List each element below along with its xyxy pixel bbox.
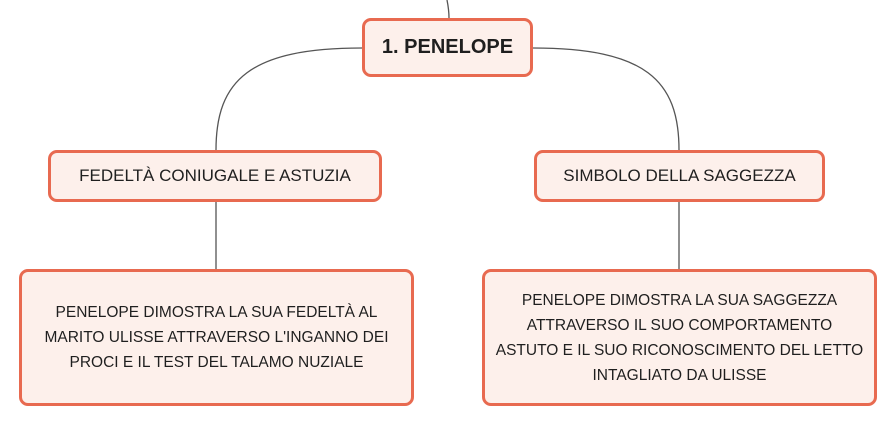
detail-node-text: PENELOPE DIMOSTRA LA SUA FEDELTÀ AL MARI… (44, 304, 389, 371)
detail-node-fedelta[interactable]: PENELOPE DIMOSTRA LA SUA FEDELTÀ AL MARI… (19, 269, 414, 406)
branch-node-label: FEDELTÀ CONIUGALE E ASTUZIA (79, 166, 351, 185)
root-node-label: 1. PENELOPE (381, 36, 514, 58)
connector-root-to-left-branch (215, 47, 363, 151)
detail-node-saggezza[interactable]: PENELOPE DIMOSTRA LA SUA SAGGEZZA ATTRAV… (482, 269, 877, 406)
branch-node-label: SIMBOLO DELLA SAGGEZZA (563, 166, 796, 185)
root-node-penelope[interactable]: 1. PENELOPE (362, 18, 533, 77)
connector-parent-to-root (446, 0, 450, 19)
detail-node-text: PENELOPE DIMOSTRA LA SUA SAGGEZZA ATTRAV… (495, 291, 864, 384)
branch-node-fedelta[interactable]: FEDELTÀ CONIUGALE E ASTUZIA (48, 150, 382, 202)
branch-node-saggezza[interactable]: SIMBOLO DELLA SAGGEZZA (534, 150, 825, 202)
connector-root-to-right-branch (532, 47, 680, 151)
